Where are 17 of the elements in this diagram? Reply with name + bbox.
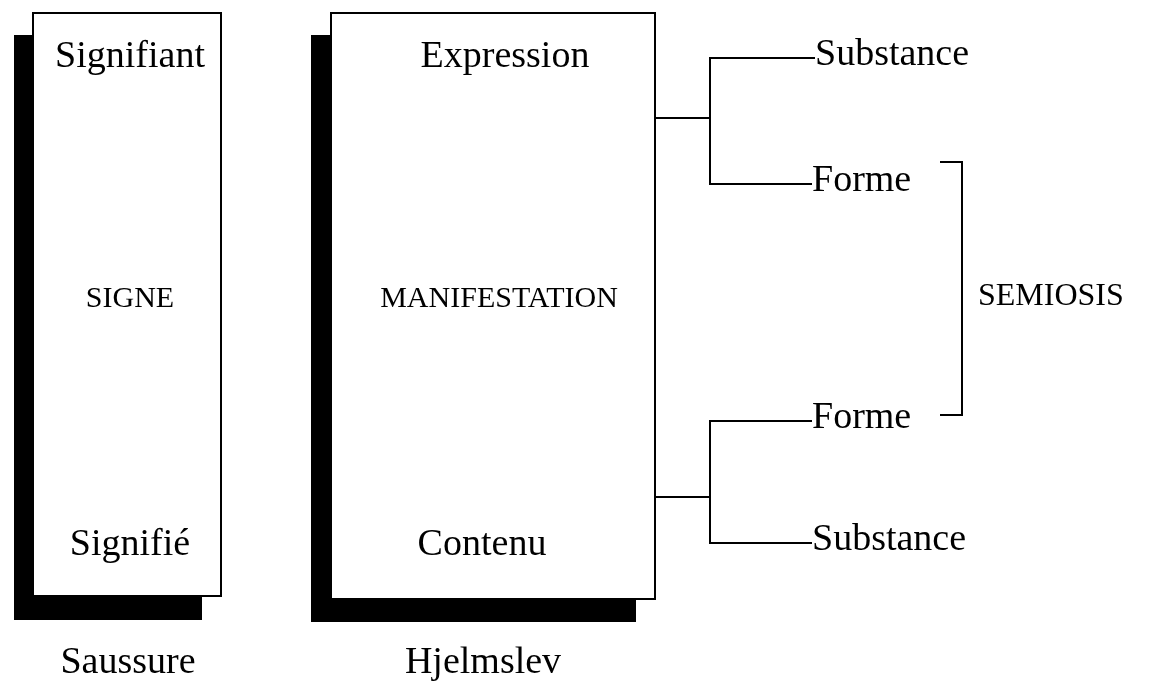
concept-label: SIGNE: [85, 282, 175, 312]
term-label: Signifiant: [55, 35, 205, 73]
term-label: Substance: [815, 33, 970, 71]
connector-line: [655, 496, 813, 544]
author-caption: Saussure: [60, 641, 196, 679]
concept-box: [330, 12, 656, 600]
term-label: Forme: [812, 159, 912, 197]
author-caption: Hjelmslev: [404, 641, 562, 679]
concept-label: MANIFESTATION: [380, 282, 618, 312]
term-label: Substance: [812, 518, 967, 556]
term-label: Contenu: [417, 523, 547, 561]
term-label: Expression: [420, 35, 590, 73]
bracket-label: SEMIOSIS: [978, 278, 1124, 310]
term-label: Signifié: [69, 523, 191, 561]
connector-line: [655, 117, 813, 185]
term-label: Forme: [812, 396, 912, 434]
concept-box: [32, 12, 222, 597]
